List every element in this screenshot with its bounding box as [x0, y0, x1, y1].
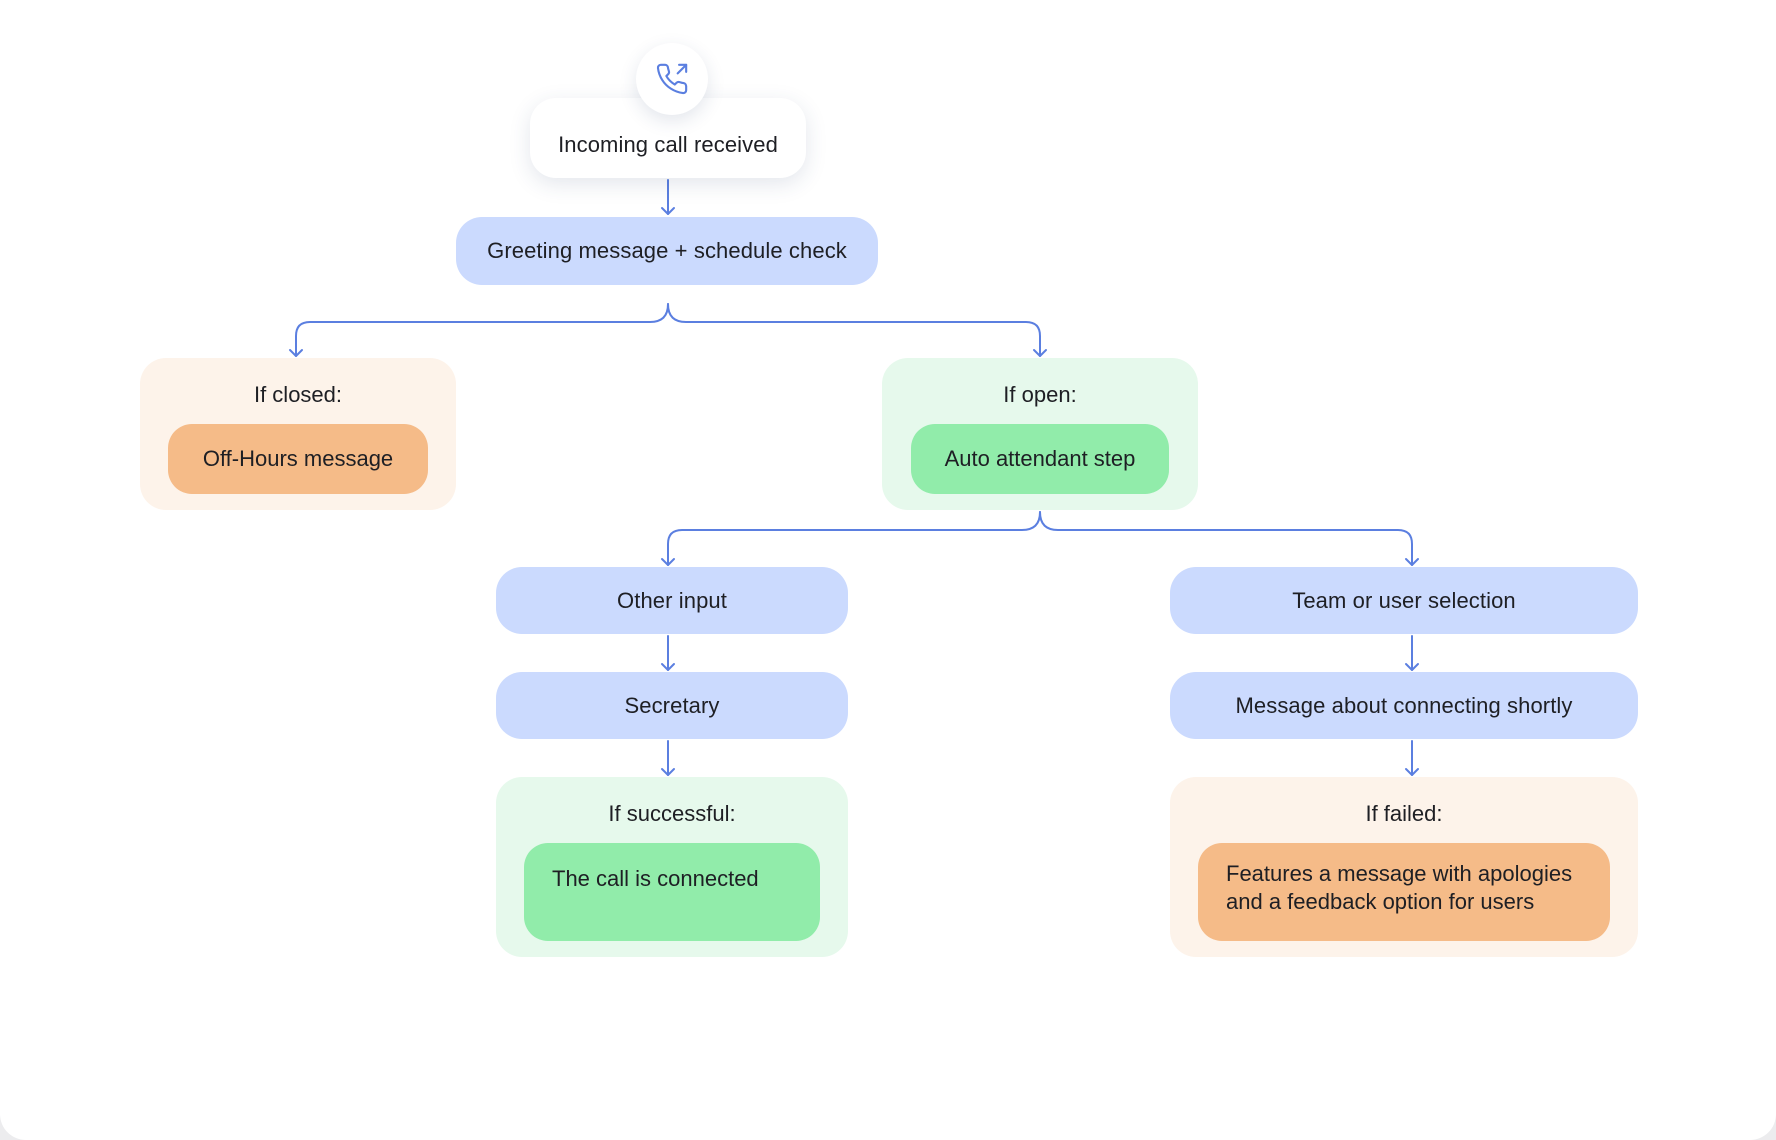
- apology-feedback-node: Features a message with apologies and a …: [1198, 843, 1610, 941]
- successful-group: If successful: The call is connected: [496, 777, 848, 957]
- other-input-label: Other input: [617, 587, 727, 613]
- auto-attendant-label: Auto attendant step: [944, 446, 1136, 471]
- closed-condition-label: If closed:: [253, 382, 343, 407]
- arrowhead: [661, 558, 675, 566]
- arrowhead: [1405, 663, 1419, 671]
- apology-feedback-label: Features a message with apologies and a …: [1226, 861, 1573, 914]
- call-connected-label: The call is connected: [552, 866, 759, 891]
- open-group: If open: Auto attendant step: [882, 358, 1198, 510]
- connecting-message-node: Message about connecting shortly: [1170, 672, 1638, 739]
- secretary-node: Secretary: [496, 672, 848, 739]
- call-connected-node: The call is connected: [524, 843, 820, 941]
- arrowhead: [289, 349, 303, 357]
- off-hours-message-label: Off-Hours message: [202, 446, 394, 471]
- other-input-node: Other input: [496, 567, 848, 634]
- secretary-label: Secretary: [624, 692, 720, 718]
- start-node: Incoming call received: [530, 98, 806, 178]
- off-hours-message-node: Off-Hours message: [168, 424, 428, 494]
- greeting-node-label: Greeting message + schedule check: [487, 238, 847, 263]
- arrowhead: [661, 207, 675, 215]
- team-selection-node: Team or user selection: [1170, 567, 1638, 634]
- arrowhead: [661, 768, 675, 776]
- connecting-message-label: Message about connecting shortly: [1235, 692, 1573, 718]
- phone-outgoing-icon: [636, 43, 708, 115]
- open-condition-label: If open:: [1003, 382, 1077, 407]
- failed-group: If failed: Features a message with apolo…: [1170, 777, 1638, 957]
- connector-greeting-split: [295, 303, 669, 357]
- greeting-node: Greeting message + schedule check: [456, 217, 878, 285]
- successful-condition-label: If successful:: [608, 801, 736, 826]
- start-node-label: Incoming call received: [558, 132, 778, 157]
- connector-open-split: [667, 511, 1041, 566]
- arrowhead: [1033, 349, 1047, 357]
- failed-condition-label: If failed:: [1365, 801, 1443, 826]
- arrowhead: [1405, 768, 1419, 776]
- arrowhead: [1405, 558, 1419, 566]
- arrowhead: [661, 663, 675, 671]
- auto-attendant-node: Auto attendant step: [911, 424, 1169, 494]
- closed-group: If closed: Off-Hours message: [140, 358, 456, 510]
- team-selection-label: Team or user selection: [1292, 587, 1516, 613]
